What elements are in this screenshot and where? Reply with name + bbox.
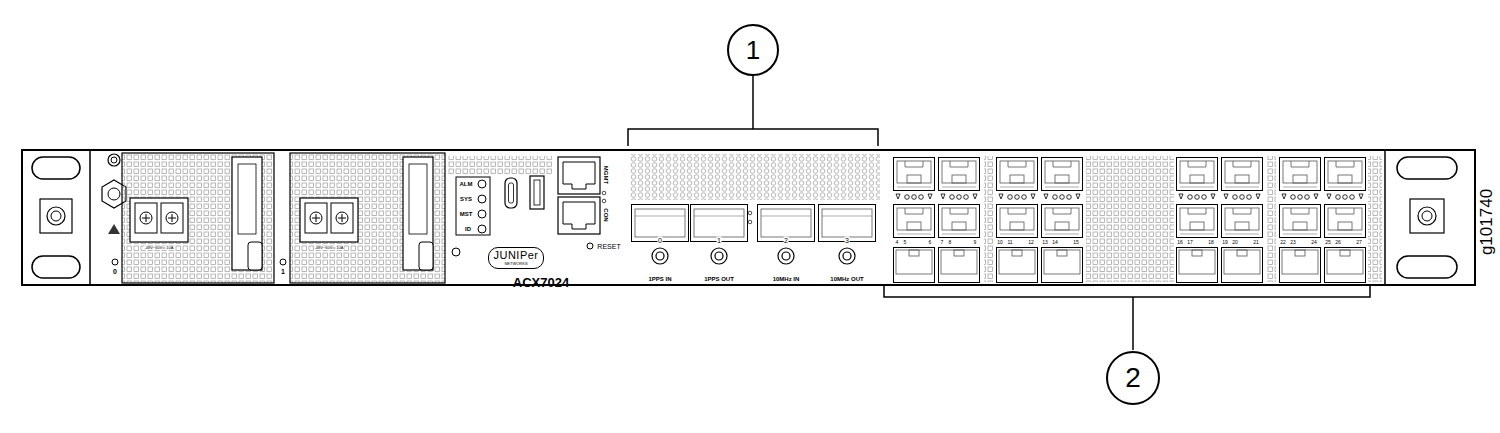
port-number: 11: [1007, 240, 1013, 245]
port-number: 1: [717, 237, 722, 244]
port-number: 3: [845, 237, 850, 244]
node-text: 1: [746, 37, 760, 63]
port-number: 9: [973, 240, 977, 245]
psu-number: 0: [113, 268, 117, 275]
port-number: 7: [940, 240, 944, 245]
port-label: 1PPS OUT: [704, 276, 735, 282]
port-number: 8: [948, 240, 952, 245]
port-label: 1PPS IN: [648, 276, 672, 282]
port-number: 26: [1335, 240, 1342, 245]
port-number: 16: [1177, 240, 1184, 245]
figure-id: g101740: [1478, 189, 1495, 255]
port-number: 13: [1042, 240, 1049, 245]
callout-number: 1: [727, 24, 779, 76]
brand-logo: JUNIPerNETWORKS: [488, 247, 544, 269]
port-number: 18: [1208, 240, 1215, 245]
port-number: 14: [1052, 240, 1059, 245]
node-subtext: NETWORKS: [504, 262, 527, 266]
led-label: MST: [459, 211, 473, 217]
button-label: RESET: [597, 243, 620, 250]
port-number: 23: [1290, 240, 1297, 245]
model-name: ACX7024: [513, 276, 569, 289]
port-number: 6: [928, 240, 932, 245]
power-rating: -48V−60V═ 10A: [314, 246, 344, 250]
port-number: 12: [1028, 240, 1035, 245]
port-number: 10: [997, 240, 1004, 245]
port-label: 10MHz IN: [772, 276, 800, 282]
port-number: 25: [1325, 240, 1332, 245]
port-number: 24: [1311, 240, 1318, 245]
port-number: 19: [1222, 240, 1229, 245]
port-number: 21: [1253, 240, 1260, 245]
led-label: ALM: [459, 181, 473, 187]
port-number: 0: [658, 237, 663, 244]
port-label: 10MHz OUT: [830, 276, 864, 282]
port-number: 17: [1187, 240, 1194, 245]
node-text: 2: [1125, 364, 1141, 392]
led-label: ID: [465, 226, 472, 232]
node-text: JUNIPer: [493, 250, 538, 261]
port-number: 20: [1232, 240, 1239, 245]
port-number: 27: [1356, 240, 1363, 245]
power-rating: -48V−60V═ 10A: [144, 246, 174, 250]
port-label: MGMT: [603, 165, 609, 184]
port-number: 5: [903, 240, 907, 245]
port-number: 2: [784, 237, 789, 244]
port-number: 22: [1280, 240, 1287, 245]
port-label: CON: [603, 208, 609, 222]
psu-number: 1: [281, 268, 285, 275]
port-number: 4: [895, 240, 899, 245]
port-number: 15: [1073, 240, 1080, 245]
callout-number: 2: [1106, 351, 1160, 405]
led-label: SYS: [459, 196, 472, 202]
